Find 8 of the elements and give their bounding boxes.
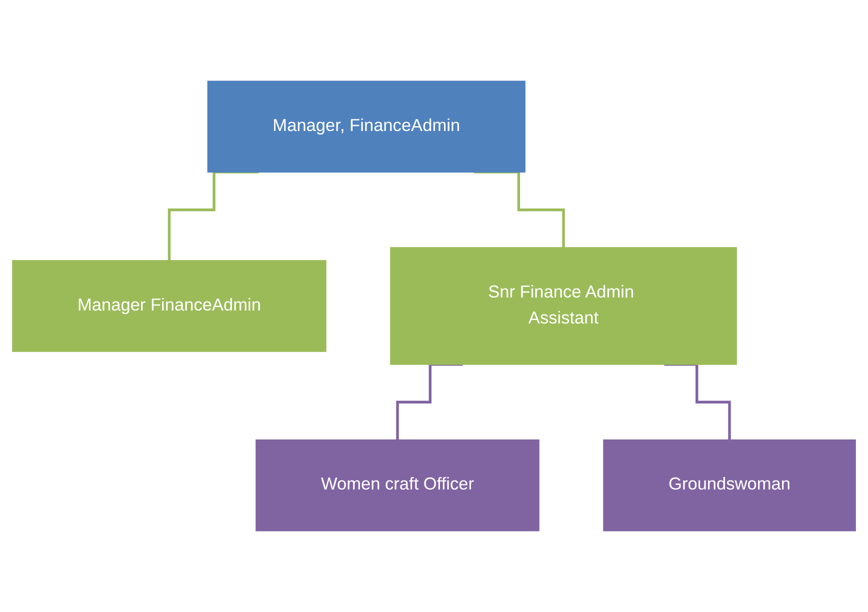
connector	[664, 362, 731, 442]
connector	[396, 362, 463, 442]
org-chart: Manager, FinanceAdmin Manager FinanceAdmin Snr Finance Admin Assistant Women craft Officer Groundswoman	[4, 4, 864, 608]
node-box	[256, 439, 540, 532]
node-box	[207, 80, 526, 173]
node-box	[12, 260, 326, 352]
node-box	[603, 439, 856, 532]
node-box	[390, 247, 737, 365]
